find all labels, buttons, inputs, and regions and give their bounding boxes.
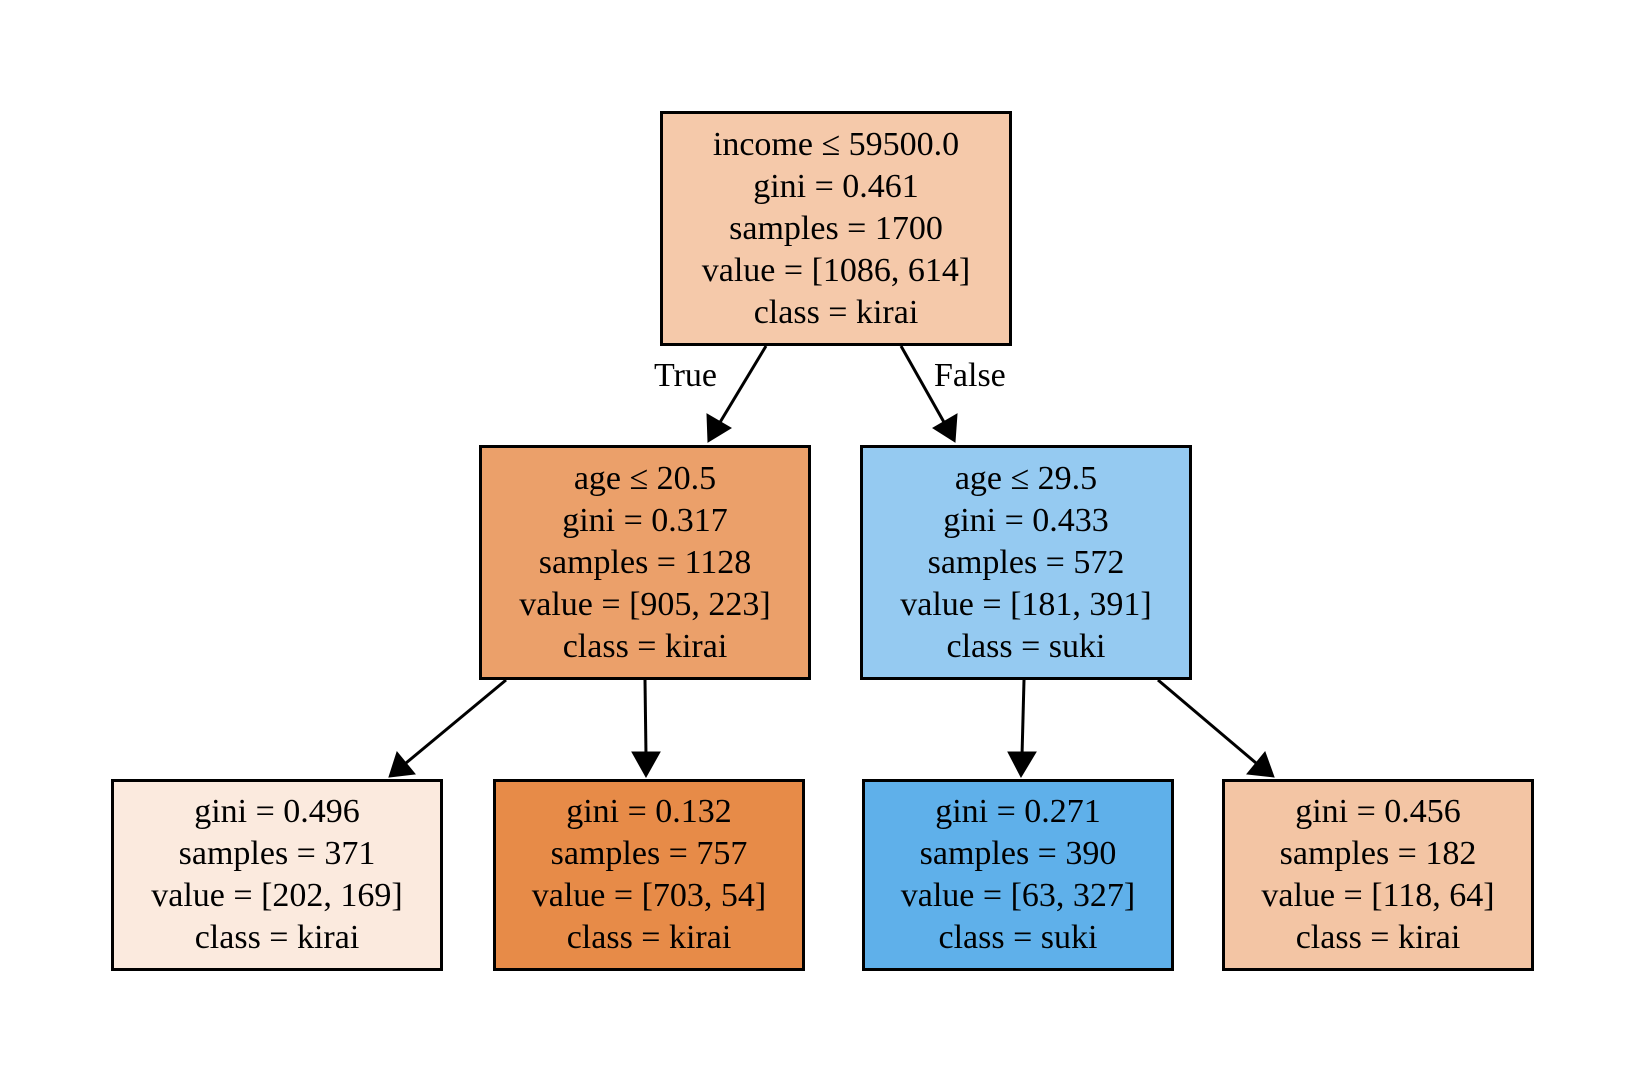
node-class: class = kirai: [1295, 919, 1461, 956]
node-class: class = suki: [938, 919, 1098, 956]
node-samples: samples = 1128: [538, 543, 752, 581]
edge-left-leaf-ll: [388, 678, 507, 778]
node-samples: samples = 182: [1279, 835, 1477, 872]
tree-leaf-right-left: gini = 0.271 samples = 390 value = [63, …: [862, 779, 1174, 971]
edge-left-leaf-lr: [631, 679, 661, 779]
node-samples: samples = 390: [919, 835, 1117, 872]
edge-right-leaf-rl: [1007, 679, 1037, 779]
edge-label-true: True: [654, 357, 717, 394]
node-class: class = kirai: [194, 919, 360, 956]
node-split: income ≤ 59500.0: [712, 125, 960, 163]
node-class: class = kirai: [753, 293, 919, 331]
edge-label-false: False: [934, 357, 1006, 394]
tree-leaf-left-right: gini = 0.132 samples = 757 value = [703,…: [493, 779, 805, 971]
node-value: value = [703, 54]: [531, 877, 767, 914]
node-split: age ≤ 29.5: [954, 459, 1098, 497]
node-class: class = suki: [946, 627, 1106, 665]
node-gini: gini = 0.496: [194, 793, 360, 830]
node-gini: gini = 0.132: [566, 793, 732, 830]
node-samples: samples = 572: [927, 543, 1125, 581]
node-split: age ≤ 20.5: [573, 459, 717, 497]
node-class: class = kirai: [562, 627, 728, 665]
node-samples: samples = 757: [550, 835, 748, 872]
tree-node-left: age ≤ 20.5 gini = 0.317 samples = 1128 v…: [479, 445, 811, 680]
node-value: value = [1086, 614]: [701, 251, 971, 289]
node-gini: gini = 0.433: [943, 501, 1109, 539]
node-gini: gini = 0.461: [753, 167, 919, 205]
node-value: value = [118, 64]: [1261, 877, 1495, 914]
tree-node-right: age ≤ 29.5 gini = 0.433 samples = 572 va…: [860, 445, 1192, 680]
node-value: value = [905, 223]: [519, 585, 771, 623]
edge-root-left: [706, 345, 768, 443]
node-gini: gini = 0.271: [935, 793, 1101, 830]
node-class: class = kirai: [566, 919, 732, 956]
tree-leaf-right-right: gini = 0.456 samples = 182 value = [118,…: [1222, 779, 1534, 971]
node-gini: gini = 0.317: [562, 501, 728, 539]
edge-root-right: [899, 345, 958, 443]
node-value: value = [181, 391]: [900, 585, 1152, 623]
node-gini: gini = 0.456: [1295, 793, 1461, 830]
tree-node-root: income ≤ 59500.0 gini = 0.461 samples = …: [660, 111, 1012, 346]
node-samples: samples = 1700: [729, 209, 943, 247]
edge-right-leaf-rr: [1157, 678, 1275, 778]
node-samples: samples = 371: [178, 835, 376, 872]
node-value: value = [202, 169]: [151, 877, 403, 914]
node-value: value = [63, 327]: [900, 877, 1136, 914]
tree-leaf-left-left: gini = 0.496 samples = 371 value = [202,…: [111, 779, 443, 971]
